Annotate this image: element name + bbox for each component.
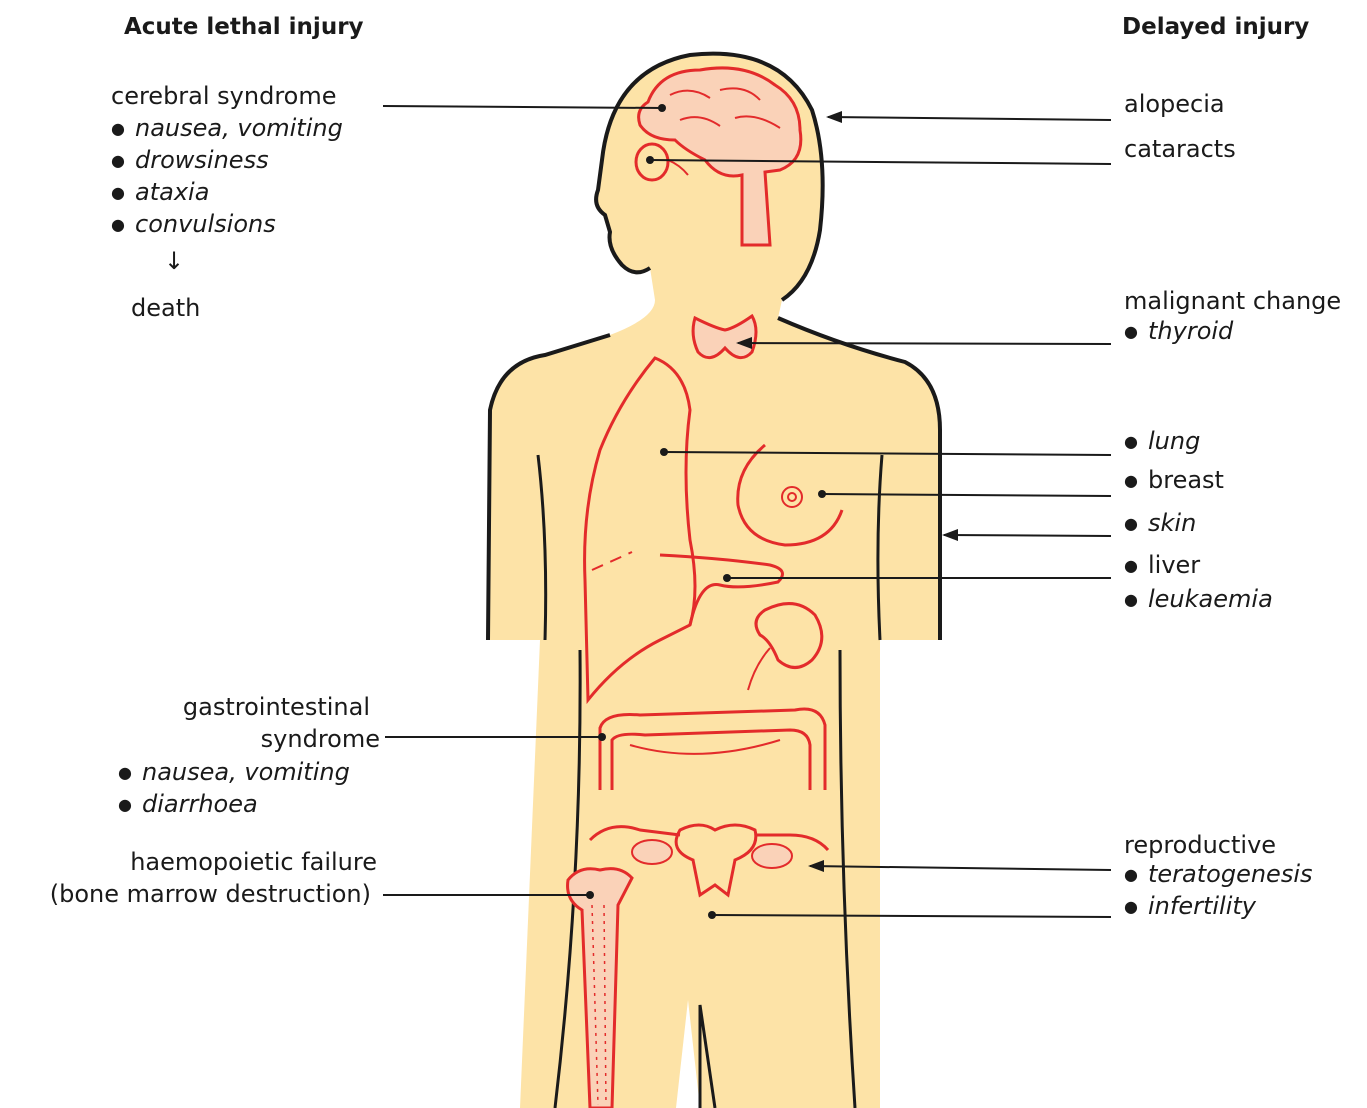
- cerebral-symptom: ataxia: [111, 177, 209, 208]
- malignant-site: leukaemia: [1124, 584, 1273, 615]
- malignant-site: skin: [1124, 508, 1196, 539]
- malignant-change-label: malignant change: [1124, 286, 1341, 316]
- malignant-site: breast: [1124, 465, 1224, 496]
- arrowhead-skin: [942, 529, 958, 541]
- ovary-right: [752, 844, 792, 868]
- bone-marrow-label: (bone marrow destruction): [50, 879, 371, 909]
- gastro-symptom: nausea, vomiting: [118, 757, 350, 788]
- cerebral-symptom: nausea, vomiting: [111, 113, 343, 144]
- leader-skin: [944, 535, 1111, 536]
- ovary-left: [632, 840, 672, 864]
- leader-alopecia: [828, 117, 1111, 120]
- gastro-symptom: diarrhoea: [118, 789, 258, 820]
- malignant-site: thyroid: [1124, 316, 1233, 347]
- arrow-down-icon: ↓: [164, 246, 184, 276]
- haemopoietic-failure-label: haemopoietic failure: [130, 847, 377, 877]
- cerebral-syndrome-label: cerebral syndrome: [111, 81, 337, 111]
- gastro-syndrome-label-line1: gastrointestinal: [183, 692, 370, 722]
- reproductive-effect: teratogenesis: [1124, 859, 1313, 890]
- reproductive-label: reproductive: [1124, 830, 1276, 860]
- cerebral-symptom: convulsions: [111, 209, 276, 240]
- gastro-syndrome-label-line2: syndrome: [261, 724, 380, 754]
- cerebral-symptom: drowsiness: [111, 145, 269, 176]
- malignant-site: liver: [1124, 550, 1200, 581]
- delayed-injury-header: Delayed injury: [1122, 12, 1309, 42]
- alopecia-label: alopecia: [1124, 89, 1225, 119]
- death-label: death: [131, 293, 200, 323]
- arrowhead-alopecia: [826, 111, 842, 123]
- acute-injury-header: Acute lethal injury: [124, 12, 364, 42]
- malignant-site: lung: [1124, 426, 1200, 457]
- leader-thyroid: [738, 343, 1111, 344]
- cataracts-label: cataracts: [1124, 134, 1236, 164]
- reproductive-effect: infertility: [1124, 891, 1256, 922]
- body-silhouette: [488, 54, 940, 1108]
